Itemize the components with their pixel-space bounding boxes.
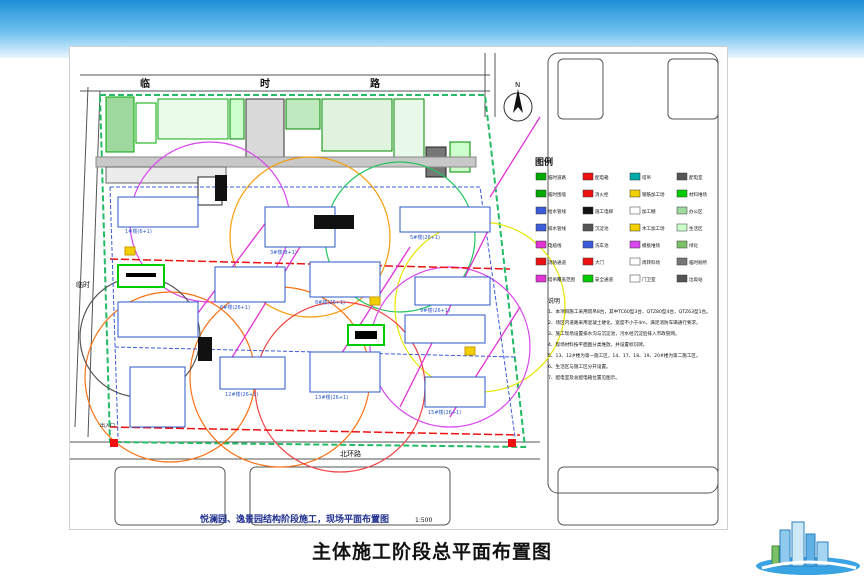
gate-label: 出入口 [100,422,115,429]
building-label-6: 6#楼(26+1) [220,304,250,311]
note-line: 6、生活区与施工区分开设置。 [548,363,611,370]
legend-item-label: 洗车池 [595,242,609,249]
legend-item-label: 电缆线 [548,242,562,249]
north-symbol: N [515,81,520,89]
office-icon [676,206,688,215]
city-buildings-logo-icon [756,521,860,575]
tank-icon [582,223,594,232]
north-road-label-2: 时 [260,77,270,90]
site-plan-svg: 临 时 路 北环路 临时 N [70,47,727,529]
legend-item-label: 塔吊 [642,174,651,181]
legend-item-label: 配电箱 [595,174,609,181]
site-boundary [98,94,527,449]
legend-item-label: 排水管线 [548,225,566,232]
building-label-12: 12#楼(26+1) [225,391,258,398]
notes-title: 说明 [548,297,560,305]
north-arrow-icon: N [503,81,533,122]
building-label-13: 13#楼(26+1) [315,394,348,401]
legend-item-label: 安全通道 [595,276,613,283]
water-line-icon [535,206,547,215]
safe-path-icon [582,274,594,283]
crane-bases [117,175,385,361]
road-line-icon [535,172,547,181]
building-label-15: 15#楼(26+1) [428,409,461,416]
rebar-yards [124,246,476,356]
building-label-5: 5#楼(26+1) [410,234,440,241]
rebar-yard-icon [629,189,641,198]
gate-icon [582,257,594,266]
green-icon [676,240,688,249]
legend-item-label: 塔吊覆盖范围 [548,276,575,283]
north-road-label-1: 临 [140,77,150,90]
note-line: 2、场区内道路采用混凝土硬化，宽度不小于4m，满足消防车辆通行要求。 [548,319,701,326]
north-road-label-3: 路 [370,77,381,90]
hoist-icon [582,206,594,215]
legend-item-label: 配电室 [689,174,703,181]
living-icon [676,223,688,232]
trash-icon [676,274,688,283]
cable-line-icon [535,240,547,249]
note-line: 5、13、12#楼为第一施工区，14、17、18、19、20#楼为第二施工区。 [548,352,701,359]
legend-item-label: 临时道路 [548,174,566,181]
wall-line-icon [535,189,547,198]
drain-line-icon [535,223,547,232]
legend-item-label: 大门 [595,259,604,266]
note-line: 1、本项目施工采用塔吊8台，其中TC60型3台，QTZ80型4台，QTZ63型1… [548,308,711,315]
building-footprints [117,196,491,428]
building-label-8: 8#楼(26+1) [315,299,345,306]
wash-icon [582,240,594,249]
building-label-3: 3#楼(8+1) [270,249,297,256]
west-road-label: 临时 [76,280,90,289]
legend-item-label: 加工棚 [642,208,656,215]
gate-icon: 出入口 [100,422,516,447]
legend-item-label: 临时围墙 [548,191,566,198]
legend-item-label: 垃圾站 [689,276,703,283]
note-line: 3、施工现场设置排水沟与沉淀池，污水经沉淀后排入市政管网。 [548,330,680,337]
guard-icon [629,274,641,283]
legend-item-label: 消防通道 [548,259,566,266]
legend-item-label: 绿化 [689,242,698,249]
building-label-1: 1#楼(6+1) [125,228,152,235]
legend-item-label: 周转料场 [642,259,660,266]
legend-item-label: 钢筋加工场 [642,191,665,198]
turnover-icon [629,257,641,266]
temporary-facilities-row [95,96,477,206]
legend-title: 图例 [535,156,553,168]
drawing-scale: 1:500 [415,517,432,524]
legend-item-label: 消火栓 [595,191,609,198]
green-box-icon [582,172,594,181]
fire-lane-icon [535,257,547,266]
legend-item-label: 沉淀池 [595,225,609,232]
coverage-icon [535,274,547,283]
crane-icon [629,172,641,181]
legend-item-label: 给水管线 [548,208,566,215]
shed-icon [629,206,641,215]
slide-caption: 主体施工阶段总平面布置图 [311,541,552,563]
legend-item-label: 材料堆场 [689,191,707,198]
drawing-title: 悦澜园、逸景园结构阶段施工，现场平面布置图 [200,513,389,525]
site-plan-drawing: 临 时 路 北环路 临时 N [69,46,728,530]
legend-item-label: 施工电梯 [595,208,613,215]
formwork-icon [629,240,641,249]
toilet-icon [676,257,688,266]
wood-yard-icon [629,223,641,232]
stockpile-icon [676,189,688,198]
hydrant-icon [582,189,594,198]
legend-item-label: 模板堆场 [642,242,660,249]
south-road-label: 北环路 [340,449,361,458]
circle-x-icon [676,172,688,181]
legend-item-label: 生活区 [689,225,703,232]
legend-item-label: 门卫室 [642,276,656,283]
building-label-9: 9#楼(26+1) [420,307,450,314]
legend-item-label: 临时厕所 [689,259,707,266]
note-line: 4、现场材料按平面图分类堆放，并设置标识牌。 [548,341,647,348]
legend-item-label: 木工加工场 [642,225,665,232]
surrounding-roads [70,52,719,526]
legend-item-label: 办公区 [689,208,703,215]
note-line: 7、配电室及总配电箱位置见图示。 [548,374,620,381]
